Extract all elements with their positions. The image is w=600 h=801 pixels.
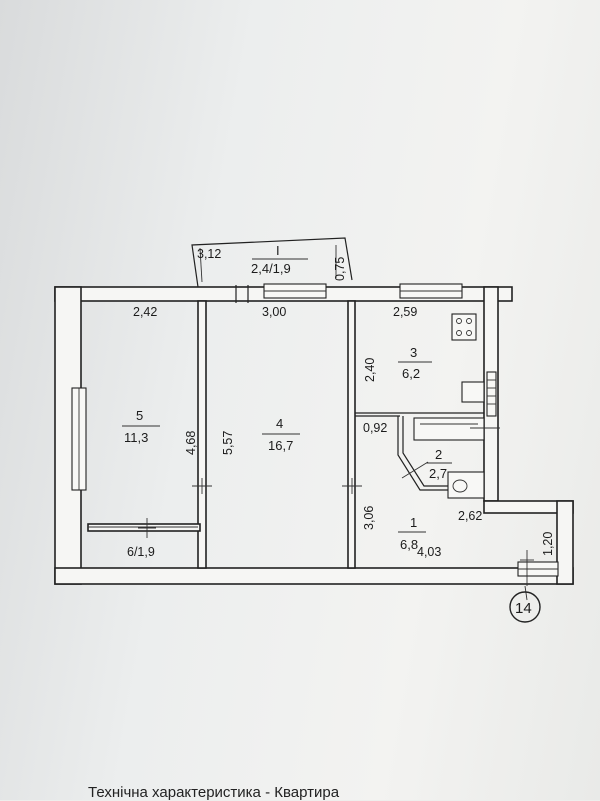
room3-number: 3 — [410, 345, 417, 360]
room4-area: 16,7 — [268, 438, 293, 453]
dim-room1-height: 3,06 — [362, 506, 376, 530]
dim-room5-height: 4,68 — [184, 431, 198, 455]
dim-room3-height: 2,40 — [363, 358, 377, 382]
sheet-marker-number: 14 — [515, 600, 532, 617]
dim-room4-height: 5,57 — [221, 431, 235, 455]
washbasin-icon — [447, 471, 485, 499]
room1-number: 1 — [410, 515, 417, 530]
footer-caption: Технічна характеристика - Квартира — [88, 784, 340, 801]
dim-bath-width: 2,62 — [458, 509, 482, 523]
fixtures — [413, 313, 497, 499]
dim-balcony-left: 3,12 — [197, 247, 221, 261]
dim-closet-width: 0,92 — [363, 421, 387, 435]
sink-icon — [461, 381, 485, 403]
room5-number: 5 — [136, 408, 143, 423]
balcony-area: 2,4/1,9 — [251, 261, 291, 276]
room5-area: 11,3 — [124, 430, 148, 445]
room3-area: 6,2 — [402, 366, 420, 381]
room2-area: 2,7 — [429, 466, 447, 481]
balcony — [191, 237, 353, 288]
dim-bottom-room1: 4,03 — [417, 545, 441, 559]
dim-balcony-right: 0,75 — [333, 257, 347, 281]
dim-loggia: 6/1,9 — [127, 545, 155, 559]
dim-top-room4: 3,00 — [262, 305, 286, 319]
dim-top-room3: 2,59 — [393, 305, 417, 319]
stove-icon — [451, 313, 477, 341]
balcony-number: I — [276, 243, 280, 258]
dim-right-ledge: 1,20 — [541, 532, 555, 556]
room4-number: 4 — [276, 416, 283, 431]
dimension-ticks — [138, 427, 534, 601]
sheet-marker: 14 — [509, 591, 541, 623]
bathtub-icon — [413, 417, 485, 441]
room2-number: 2 — [435, 447, 442, 462]
room1-area: 6,8 — [400, 537, 418, 552]
radiator-icon — [486, 371, 497, 417]
windows — [71, 283, 559, 577]
dim-top-room5: 2,42 — [133, 305, 157, 319]
